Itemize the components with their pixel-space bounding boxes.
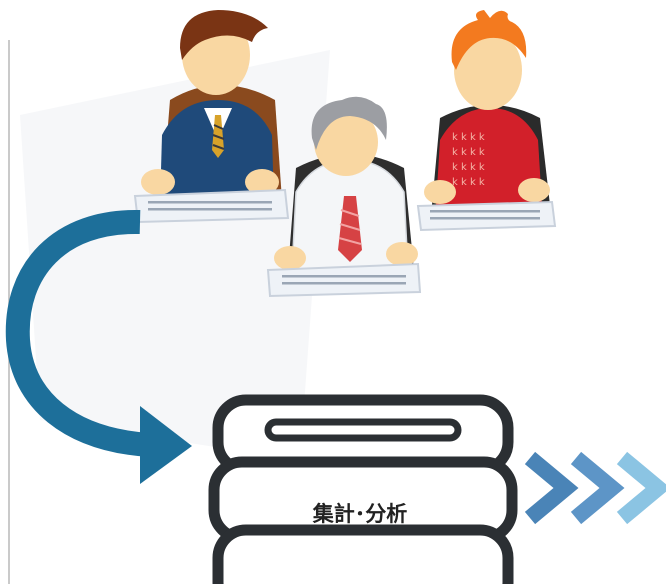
triple-chevron-icon xyxy=(524,451,666,525)
svg-text:k k k k: k k k k xyxy=(452,177,485,188)
user-blue-suit-icon xyxy=(133,10,290,224)
database-icon xyxy=(208,394,518,584)
user-gray-hair-icon xyxy=(266,96,422,298)
user-red-sweater-icon: k k k k k k k k k k k k k k k k xyxy=(416,10,557,232)
svg-text:k k k k: k k k k xyxy=(452,162,485,173)
svg-text:k k k k: k k k k xyxy=(452,147,485,158)
database-label: 集計･分析 xyxy=(312,502,408,526)
svg-text:k k k k: k k k k xyxy=(452,132,485,143)
circular-arrow-icon xyxy=(5,209,192,484)
